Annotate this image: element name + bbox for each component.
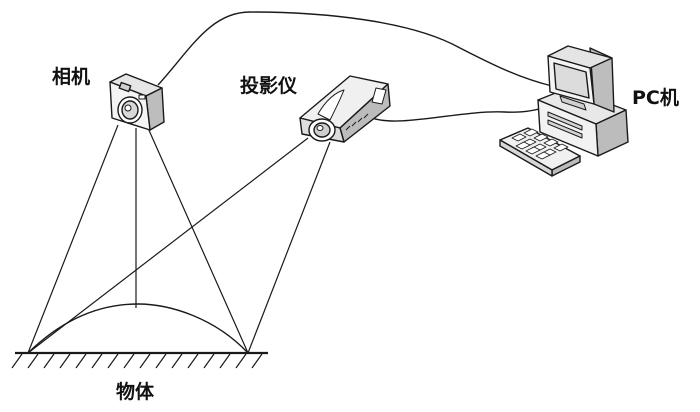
camera-icon: [109, 73, 165, 131]
object-surface-curve: [27, 303, 249, 354]
desktop-computer-icon: [499, 45, 629, 177]
cables: [157, 11, 553, 122]
projector-ray-left: [27, 137, 309, 354]
object: [11, 303, 268, 369]
ground-hatching: [11, 353, 263, 369]
camera-ray-right: [147, 127, 249, 354]
projector-label: 投影仪: [240, 74, 298, 97]
projector-to-pc-cable: [371, 105, 549, 122]
camera-label: 相机: [52, 66, 90, 88]
pc-label: PC机: [632, 87, 679, 109]
camera-to-pc-cable: [157, 11, 553, 87]
projector-icon: [299, 75, 391, 143]
object-label: 物体: [116, 380, 155, 403]
rays: [27, 124, 331, 354]
projector-ray-right: [247, 141, 331, 354]
camera-ray-left: [27, 124, 119, 354]
